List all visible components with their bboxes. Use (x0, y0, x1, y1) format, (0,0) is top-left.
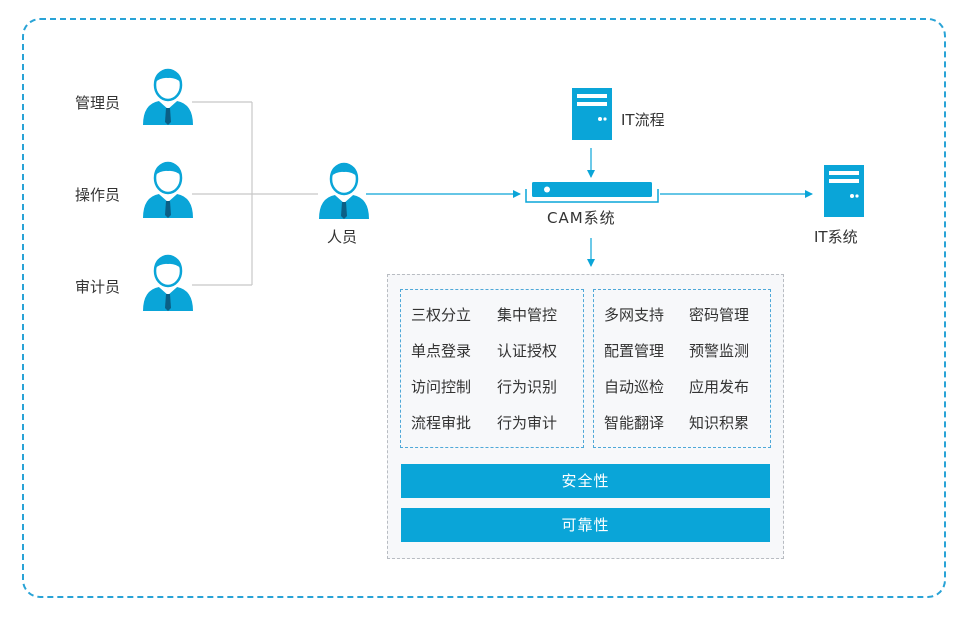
it-process-server-icon (572, 88, 612, 140)
feature-group-right (593, 289, 771, 448)
feature-group-left (400, 289, 584, 448)
feature-item: 流程审批 (411, 414, 472, 432)
cam-device-icon (525, 182, 659, 203)
feature-item: 认证授权 (497, 342, 558, 360)
feature-item: 密码管理 (689, 306, 750, 324)
role-admin-label: 管理员 (75, 94, 121, 112)
feature-item: 单点登录 (411, 342, 472, 360)
feature-item: 应用发布 (689, 378, 750, 396)
role-operator-label: 操作员 (75, 186, 121, 204)
cam-label: CAM系统 (547, 209, 616, 227)
feature-item: 集中管控 (497, 306, 558, 324)
security-bar: 安全性 (401, 464, 770, 498)
feature-item: 访问控制 (411, 378, 472, 396)
it-system-server-icon (824, 165, 864, 217)
feature-item: 智能翻译 (604, 414, 665, 432)
role-auditor-label: 审计员 (75, 278, 121, 296)
operator-user-icon (143, 161, 193, 218)
feature-item: 自动巡检 (604, 378, 665, 396)
person-label: 人员 (327, 228, 358, 246)
person-user-icon (319, 162, 369, 219)
it-process-label: IT流程 (621, 111, 665, 129)
feature-item: 知识积累 (689, 414, 750, 432)
feature-item: 行为审计 (497, 414, 558, 432)
feature-item: 多网支持 (604, 306, 665, 324)
reliability-bar: 可靠性 (401, 508, 770, 542)
it-system-label: IT系统 (814, 228, 858, 246)
feature-item: 预警监测 (689, 342, 750, 360)
roles-bracket (192, 101, 318, 286)
auditor-user-icon (143, 254, 193, 311)
feature-item: 配置管理 (604, 342, 665, 360)
feature-item: 行为识别 (497, 378, 558, 396)
admin-user-icon (143, 68, 193, 125)
outer-frame (22, 18, 946, 598)
feature-item: 三权分立 (411, 306, 472, 324)
